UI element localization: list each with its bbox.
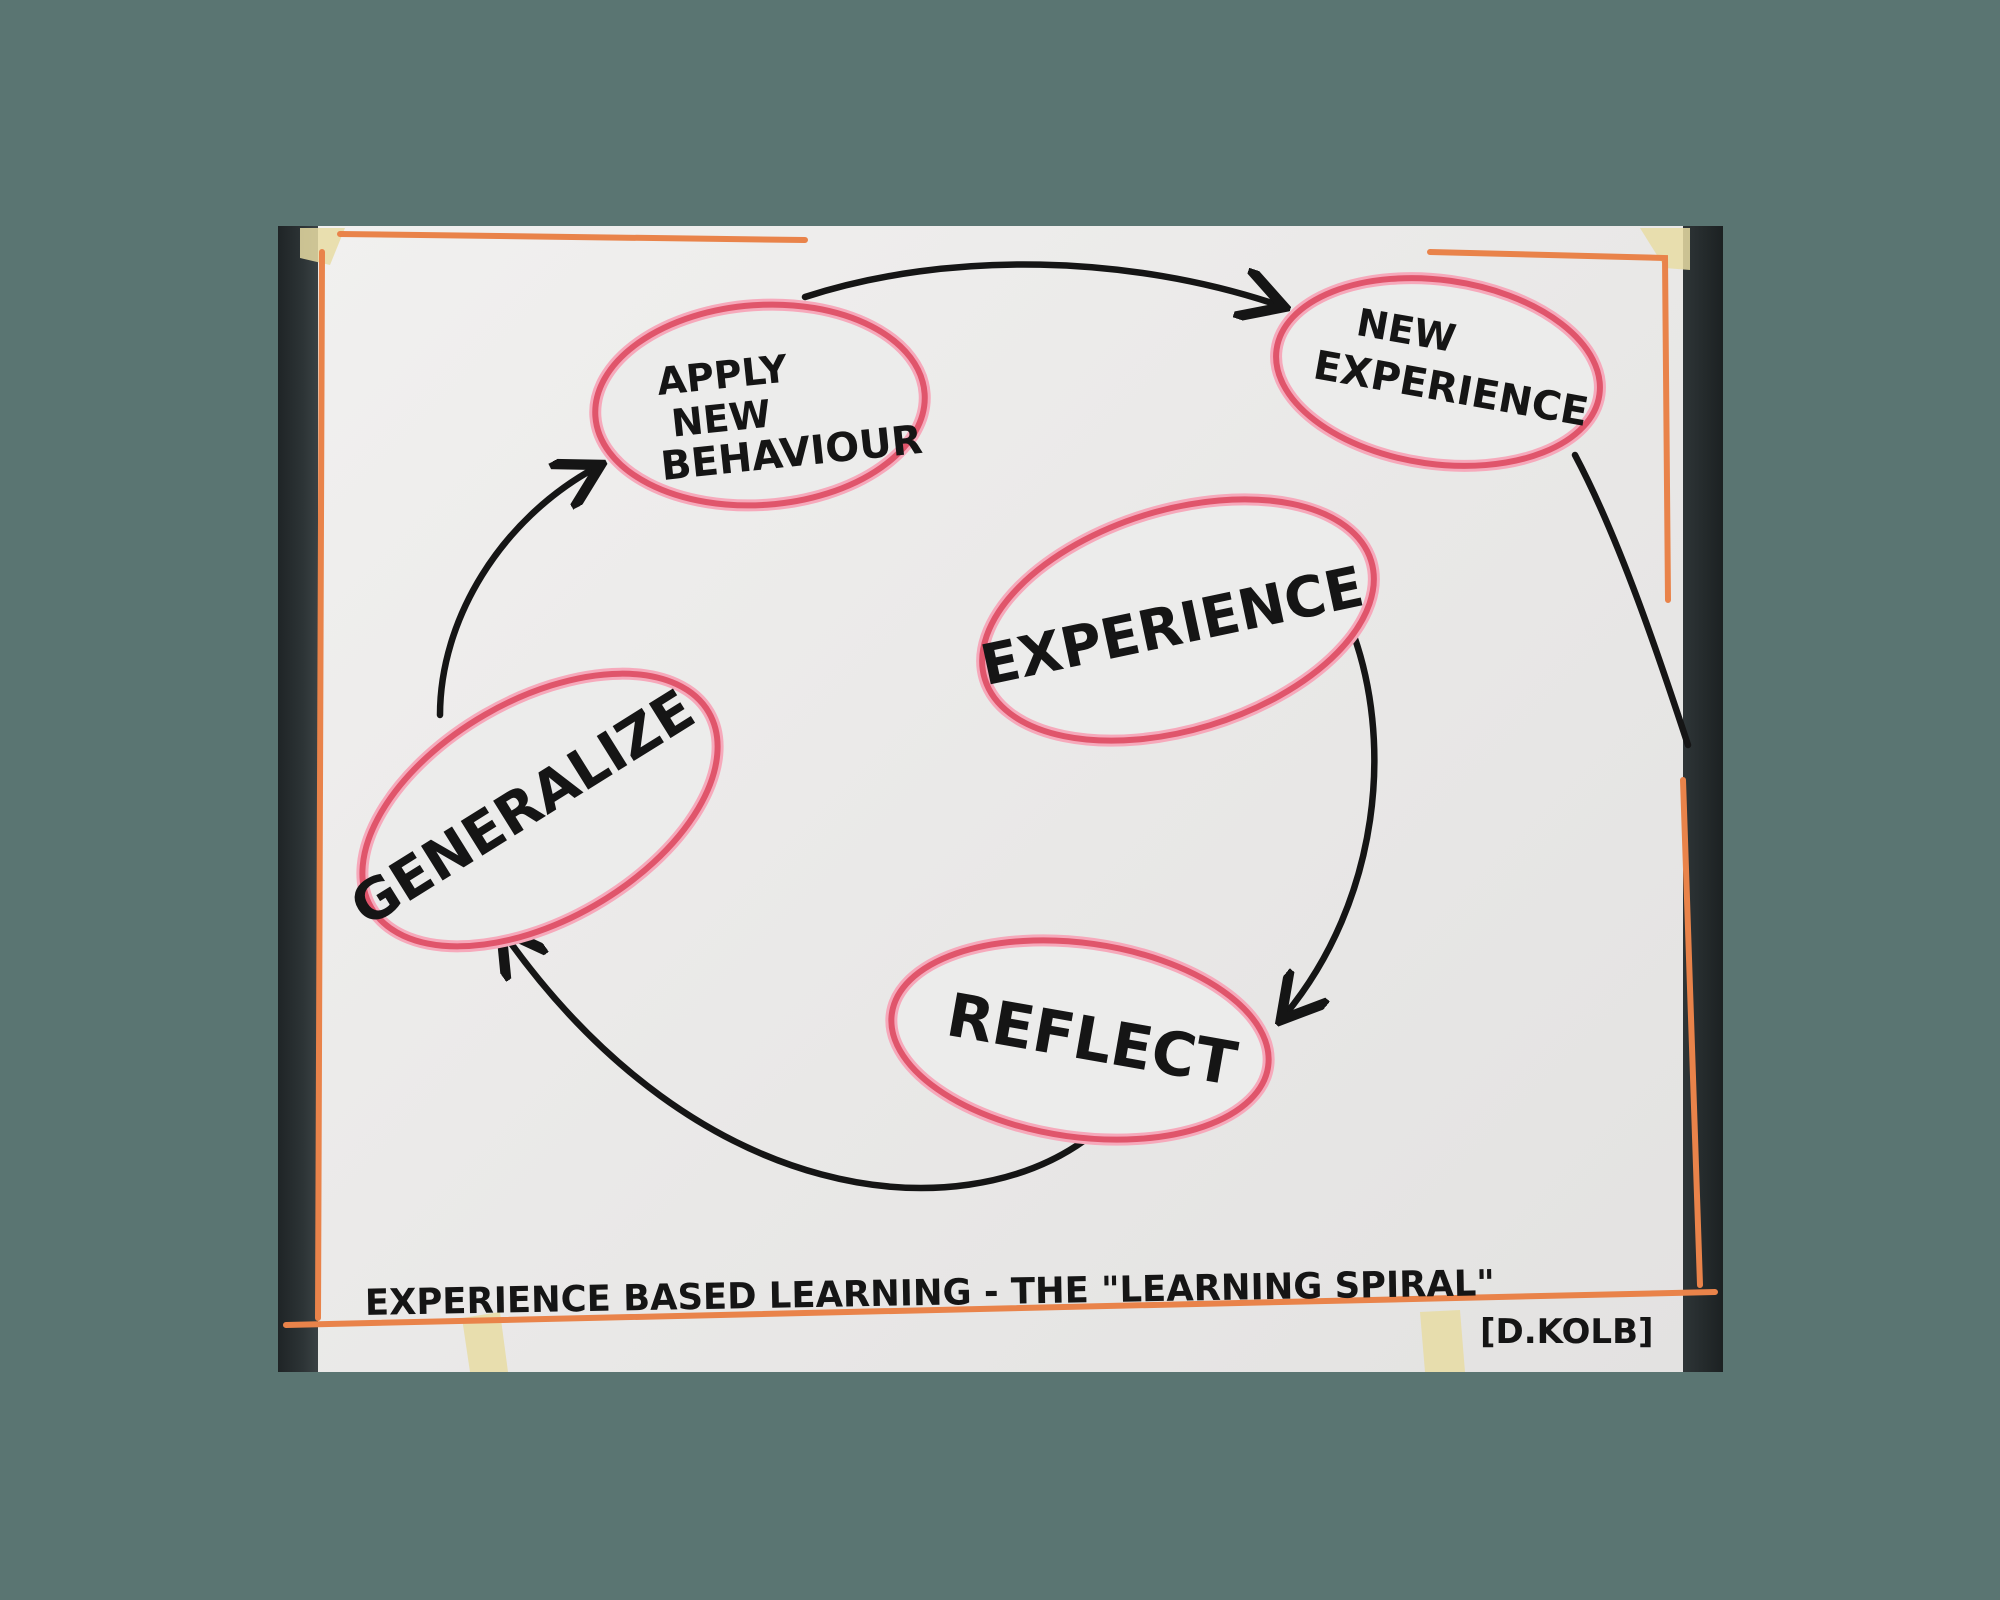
arrow-apply-to-new-experience (801, 261, 1278, 305)
arrow-reflect-to-generalize (505, 935, 1089, 1192)
orange-border (283, 231, 1718, 1328)
diagram-credit: [D.KOLB] (1480, 1312, 1654, 1352)
board-edge-left (278, 226, 318, 1372)
oval-experience (976, 493, 1380, 747)
apply-label-line-2: NEW (669, 392, 773, 446)
board-edge-right (1683, 226, 1723, 1372)
diagram-caption: EXPERIENCE BASED LEARNING - THE "LEARNIN… (365, 1263, 1496, 1324)
tape-pieces (300, 228, 1690, 1372)
oval-new-experience (1270, 272, 1606, 472)
arrow-experience-to-reflect (1285, 621, 1378, 1015)
oval-reflect (885, 934, 1275, 1146)
oval-generalize (356, 667, 724, 953)
oval-apply-new-behaviour (589, 298, 931, 512)
line-new-experience-to-edge (1571, 451, 1692, 749)
arrow-generalize-to-apply (436, 468, 595, 719)
cycle-arrows (436, 261, 1692, 1192)
